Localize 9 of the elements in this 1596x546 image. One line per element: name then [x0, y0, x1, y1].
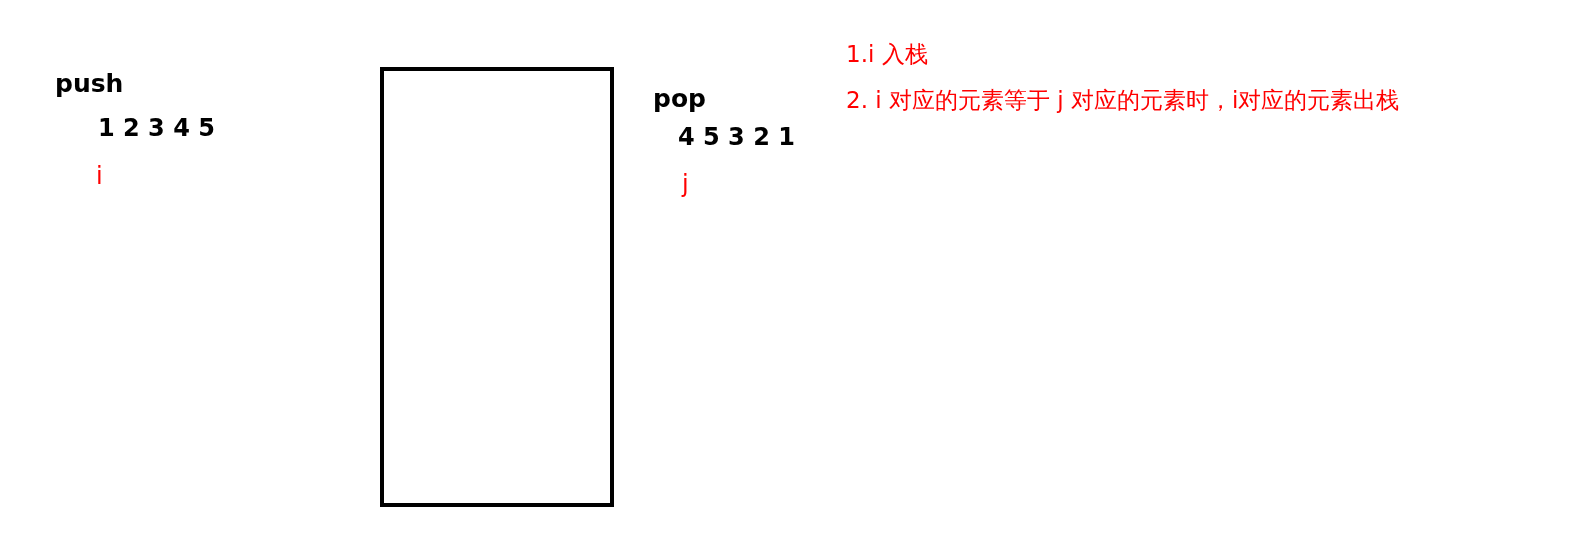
- sequence-text: 1 2 3 4 5: [98, 115, 215, 143]
- pointer-label: i: [96, 163, 103, 191]
- note-text: 2. i 对应的元素等于 j 对应的元素时，i对应的元素出栈: [846, 87, 1400, 114]
- heading-text: pop: [653, 85, 706, 114]
- note-text: 1.i 入栈: [846, 41, 928, 68]
- sequence-text: 4 5 3 2 1: [678, 124, 795, 152]
- pointer-label: j: [682, 171, 689, 199]
- heading-text: push: [55, 70, 124, 99]
- stack-rectangle: [380, 67, 614, 507]
